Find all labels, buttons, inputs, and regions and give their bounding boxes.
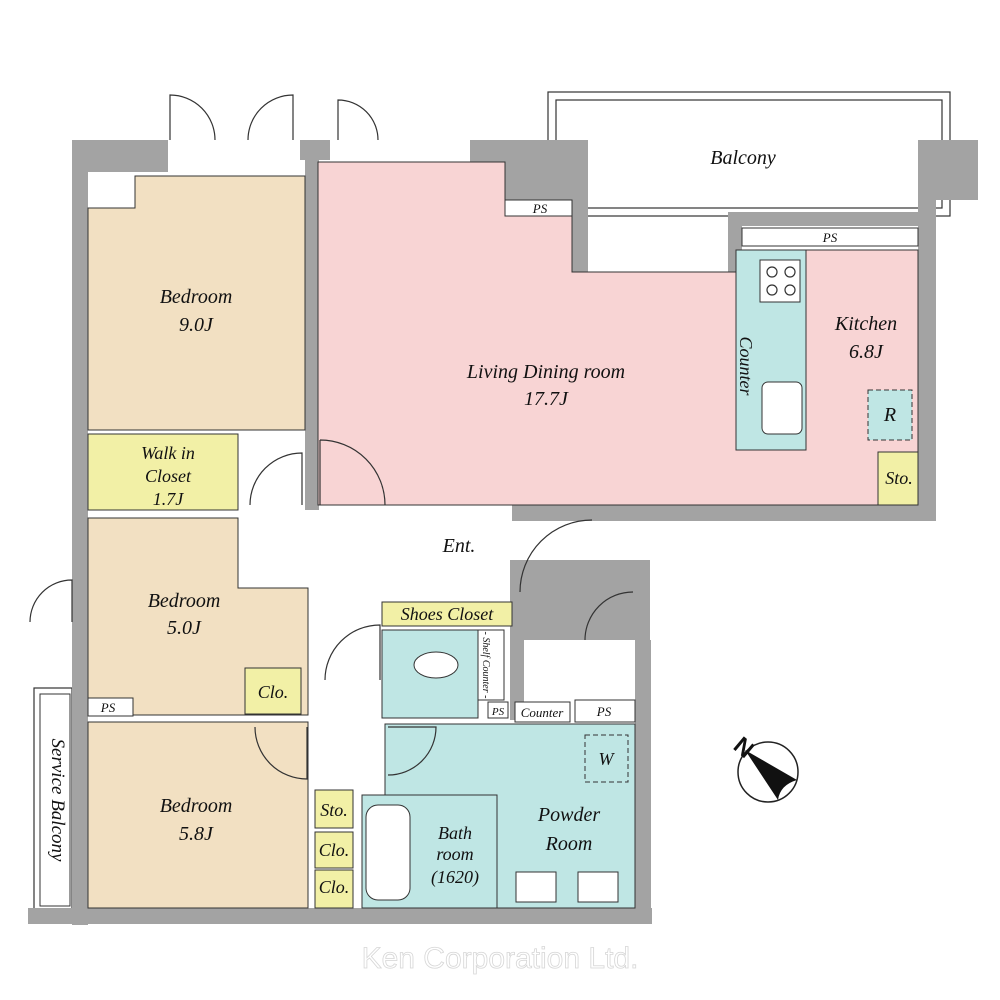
kitchen-size: 6.8J (849, 341, 884, 363)
kitchen-storage-label: Sto. (885, 468, 913, 488)
living-name: Living Dining room (466, 361, 625, 383)
balcony (547, 91, 951, 217)
kitchen-storage (877, 451, 919, 506)
ps-powder (574, 699, 636, 723)
powder-counter-box (514, 701, 571, 723)
bedroom-5-8j (87, 721, 309, 909)
ps-kitchen (741, 227, 919, 247)
entrance-label: Ent. (442, 535, 476, 557)
bedroom-9-0j (87, 175, 306, 431)
powder-line1: Powder (537, 804, 600, 826)
washbasin-icon (515, 871, 557, 903)
closet-b (314, 869, 354, 909)
bedroom1-name: Bedroom (160, 286, 233, 308)
bath-line3: (1620) (431, 867, 479, 888)
bedroom2-size: 5.0J (167, 617, 202, 639)
hall-storage-label: Sto. (320, 800, 348, 820)
bedroom2-name: Bedroom (148, 590, 221, 612)
service-balcony (33, 687, 73, 913)
ps-label: PS (532, 201, 548, 216)
ps-label: PS (596, 704, 612, 719)
bath-line1: Bath (438, 823, 472, 843)
door-swings[interactable] (29, 94, 634, 780)
ps-label: PS (491, 706, 505, 718)
fridge-space (867, 389, 913, 441)
bedroom3-name: Bedroom (160, 795, 233, 817)
ps-toilet (487, 701, 509, 719)
closet-a-label: Clo. (319, 840, 350, 860)
kitchen-name: Kitchen (834, 313, 897, 335)
compass-icon: N (728, 732, 799, 803)
ps-label: PS (822, 230, 838, 245)
ps-living (504, 199, 573, 217)
bedroom3-size: 5.8J (179, 823, 214, 845)
fridge-label: R (883, 404, 896, 426)
wic-line2: Closet (145, 466, 192, 486)
bedroom2-closet (244, 667, 302, 715)
closet-b-label: Clo. (319, 877, 350, 897)
bedroom1-size: 9.0J (179, 314, 214, 336)
service-balcony-label: Service Balcony (47, 739, 68, 862)
shoes-closet (381, 601, 513, 627)
powder-counter-label: Counter (521, 705, 565, 720)
walk-in-closet (87, 433, 239, 511)
wic-line1: Walk in (141, 443, 195, 463)
washer-space (584, 734, 629, 783)
sink-icon (761, 381, 803, 435)
bathtub-icon (365, 804, 411, 901)
balcony-label: Balcony (710, 147, 776, 169)
closet-a (314, 831, 354, 869)
living-size: 17.7J (524, 388, 569, 410)
washbasin-icon (577, 871, 619, 903)
powder-line2: Room (545, 833, 593, 855)
shelf-counter-label: - Shelf Counter - (480, 632, 491, 699)
toilet-icon (413, 651, 459, 679)
walls (28, 140, 978, 925)
ps-bedroom (87, 697, 134, 717)
hall-storage (314, 789, 354, 829)
ps-label: PS (100, 700, 116, 715)
washer-label: W (599, 749, 616, 769)
bath-line2: room (436, 844, 473, 864)
shelf-counter (477, 629, 505, 701)
wic-size: 1.7J (153, 489, 185, 509)
counter-label: Counter (736, 336, 756, 396)
bedroom2-closet-label: Clo. (258, 682, 289, 702)
shoes-closet-label: Shoes Closet (401, 604, 494, 624)
watermark: Ken Corporation Ltd. (362, 942, 639, 975)
stove-icon (759, 259, 801, 303)
